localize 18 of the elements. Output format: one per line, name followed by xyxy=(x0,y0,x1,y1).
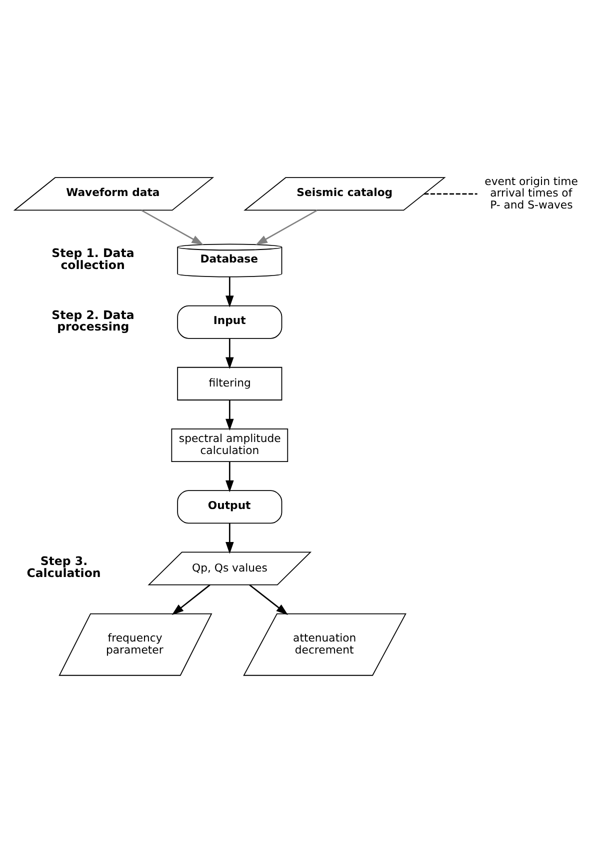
arrow xyxy=(172,584,210,615)
node-box: filtering xyxy=(177,366,282,400)
node-box: Output xyxy=(177,490,282,524)
arrow xyxy=(249,584,288,615)
label: Step 2. Data processing xyxy=(52,308,134,334)
arrow xyxy=(256,210,318,245)
node-box: spectral amplitude calculation xyxy=(171,428,288,462)
connector xyxy=(424,193,478,195)
node-text: event origin time arrival times of P- and S-waves xyxy=(484,174,578,212)
label: Step 1. Data collection xyxy=(52,246,134,272)
arrow xyxy=(226,524,234,554)
arrow xyxy=(226,462,234,492)
arrow xyxy=(226,400,234,431)
node-box: Input xyxy=(177,305,282,339)
arrow xyxy=(226,338,234,370)
label: Step 3. Calculation xyxy=(26,554,101,580)
arrow xyxy=(226,277,234,308)
arrow xyxy=(141,210,204,245)
